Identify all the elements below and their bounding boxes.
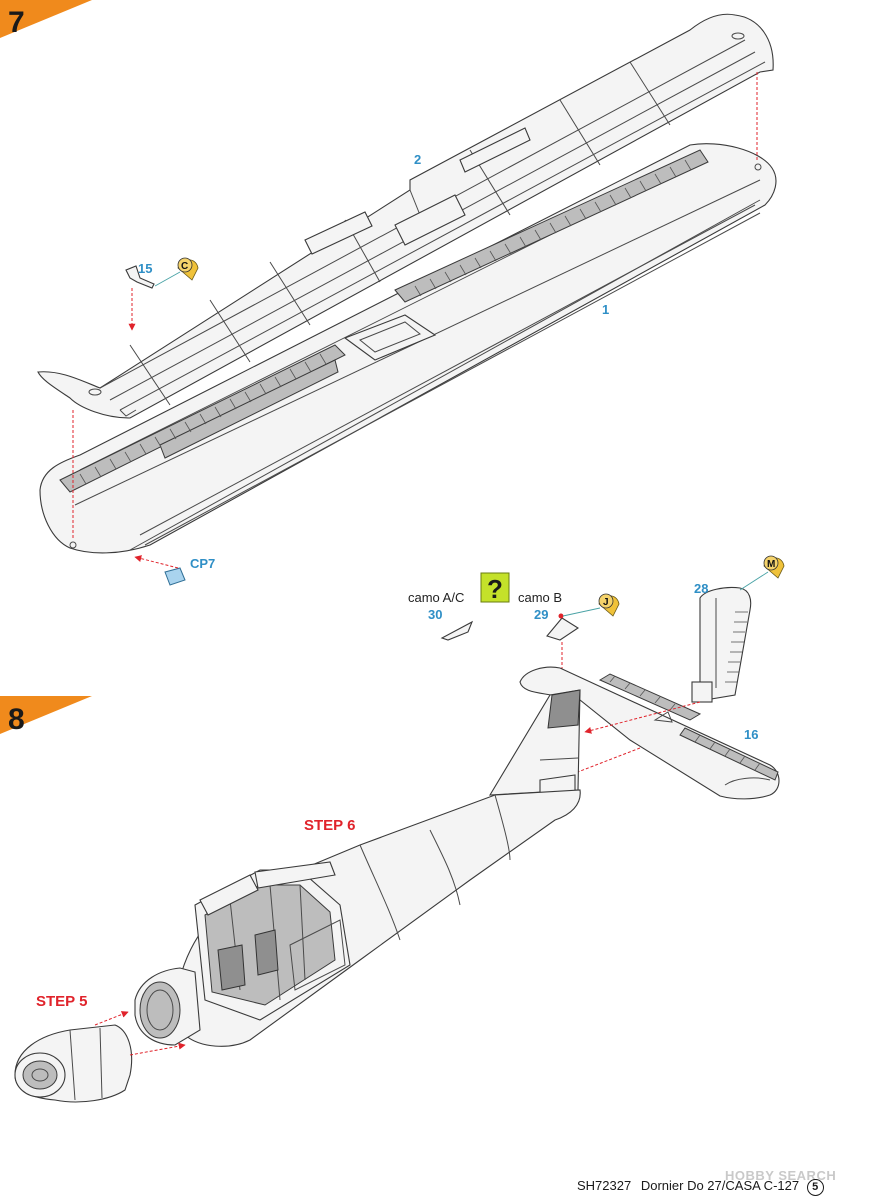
watermark-hobby-search: HOBBY SEARCH bbox=[725, 1168, 837, 1183]
step-5-callout: STEP 5 bbox=[36, 993, 87, 1010]
footer-kit-code: SH72327 bbox=[577, 1178, 632, 1193]
part-29-label: 29 bbox=[534, 607, 548, 622]
camo-question-badge: ? bbox=[480, 572, 510, 604]
camo-question-mark: ? bbox=[487, 574, 503, 604]
tag-j-label: J bbox=[603, 597, 609, 608]
camo-b-label: camo B bbox=[518, 590, 562, 605]
step-8-badge: 8 bbox=[0, 696, 92, 736]
parts-tag-j: J bbox=[598, 593, 620, 617]
part-2-label: 2 bbox=[414, 152, 421, 167]
part-28-rudder bbox=[691, 571, 769, 703]
part-15-label: 15 bbox=[138, 261, 152, 276]
engine-cowling-rear bbox=[134, 967, 201, 1046]
wing-lower-part-1 bbox=[39, 143, 777, 554]
part-cp7-clear bbox=[134, 555, 186, 586]
part-30-label: 30 bbox=[428, 607, 442, 622]
part-1-label: 1 bbox=[602, 302, 609, 317]
parts-tag-m: M bbox=[763, 555, 785, 579]
wing-upper-part-2 bbox=[37, 13, 774, 419]
part-28-label: 28 bbox=[694, 581, 708, 596]
guide-cowling-front bbox=[94, 1011, 129, 1026]
part-16-label: 16 bbox=[744, 727, 758, 742]
part-cp7-label: CP7 bbox=[190, 556, 215, 571]
page-footer: SH72327 Dornier Do 27/CASA C-127 5 bbox=[577, 1178, 824, 1196]
guide-tailplane bbox=[569, 747, 641, 776]
parts-tag-c: C bbox=[177, 257, 199, 281]
step-6-callout: STEP 6 bbox=[304, 817, 355, 834]
step-7-badge: 7 bbox=[0, 0, 92, 39]
step-8-number: 8 bbox=[8, 703, 25, 736]
step-7-number: 7 bbox=[8, 6, 25, 39]
footer-kit-title: Dornier Do 27/CASA C-127 bbox=[640, 1178, 800, 1193]
tag-m-label: M bbox=[767, 559, 775, 570]
part-30-fin-tip bbox=[440, 620, 474, 641]
camo-ac-label: camo A/C bbox=[408, 590, 464, 605]
engine-cowling-front bbox=[14, 1024, 133, 1103]
tag-c-label: C bbox=[181, 261, 188, 272]
part-15-strut bbox=[125, 265, 181, 331]
guide-cowling-rear bbox=[129, 1042, 186, 1056]
fuselage bbox=[174, 689, 581, 1047]
footer-page-number: 5 bbox=[806, 1179, 824, 1196]
